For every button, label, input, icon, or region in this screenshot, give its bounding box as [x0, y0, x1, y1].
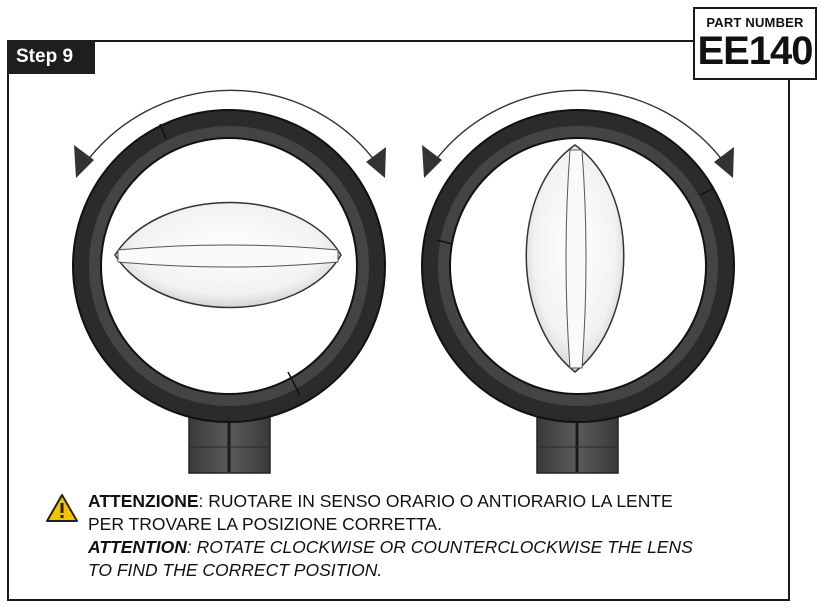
italian-keyword: ATTENZIONE — [88, 491, 199, 511]
warning-triangle-icon — [46, 494, 78, 522]
notice-italian-line-2: PER TROVARE LA POSIZIONE CORRETTA. — [88, 514, 442, 534]
left-lens-unit — [72, 79, 386, 474]
notice-italian-line-1: ATTENZIONE: RUOTARE IN SENSO ORARIO O AN… — [88, 490, 778, 513]
part-number-value: EE140 — [697, 29, 813, 73]
english-keyword: ATTENTION — [88, 537, 187, 557]
right-rotation-arrow — [431, 89, 727, 166]
italian-line-1-text: : RUOTARE IN SENSO ORARIO O ANTIORARIO L… — [198, 491, 673, 511]
notice-english-line-1: ATTENTION: ROTATE CLOCKWISE OR COUNTERCL… — [88, 536, 778, 559]
left-rotation-arrow — [83, 89, 379, 166]
english-line-1-text: : ROTATE CLOCKWISE OR COUNTERCLOCKWISE T… — [186, 537, 693, 557]
notice-text: ATTENZIONE: RUOTARE IN SENSO ORARIO O AN… — [88, 490, 778, 582]
notice-english-line-2: TO FIND THE CORRECT POSITION. — [88, 560, 383, 580]
part-number-box: PART NUMBER EE140 — [693, 7, 817, 80]
step-label: Step 9 — [7, 40, 95, 74]
part-number-label: PART NUMBER — [706, 15, 804, 30]
right-lens-unit — [421, 79, 735, 474]
